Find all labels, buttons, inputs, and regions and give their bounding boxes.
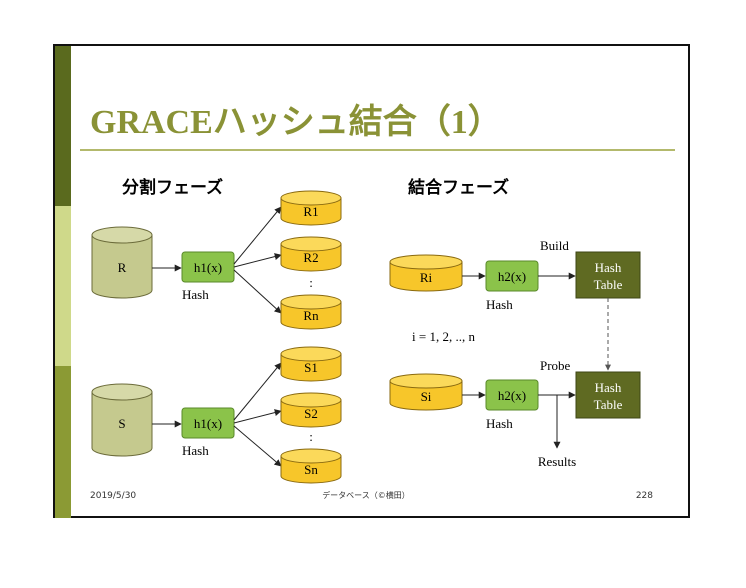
partition-si-label: Si bbox=[421, 389, 432, 404]
relation-s-label: S bbox=[118, 416, 125, 431]
partition-rn-cylinder bbox=[280, 294, 342, 330]
relation-r-label: R bbox=[118, 260, 127, 275]
partition-sn-label: Sn bbox=[304, 462, 318, 477]
probe-hash-table-line2: Table bbox=[594, 397, 623, 412]
s-hash-function-label: h1(x) bbox=[194, 416, 222, 431]
build-hash-caption: Hash bbox=[486, 297, 513, 312]
partition-s2-label: S2 bbox=[304, 406, 318, 421]
build-hash-table bbox=[575, 251, 641, 299]
partition-s2-cylinder bbox=[280, 392, 342, 428]
build-hash-table-line2: Table bbox=[594, 277, 623, 292]
partition-r2-cylinder bbox=[280, 236, 342, 272]
probe-hash-caption: Hash bbox=[486, 416, 513, 431]
probe-hash-table-line1: Hash bbox=[595, 380, 622, 395]
footer-date: 2019/5/30 bbox=[90, 491, 136, 501]
r-hash-caption: Hash bbox=[182, 287, 209, 302]
relation-s-cylinder bbox=[91, 383, 153, 457]
probe-label: Probe bbox=[540, 358, 571, 373]
h1-to-sn-arrow bbox=[233, 425, 282, 467]
partition-phase-heading: 分割フェーズ bbox=[122, 177, 223, 198]
h1-to-s2-arrow bbox=[233, 409, 282, 424]
partition-s1-cylinder bbox=[280, 346, 342, 382]
probe-hash-function-label: h2(x) bbox=[498, 388, 526, 403]
partition-si-cylinder bbox=[389, 373, 463, 411]
footer-page: 228 bbox=[636, 491, 653, 501]
relation-r-cylinder bbox=[91, 226, 153, 299]
join-phase-heading: 結合フェーズ bbox=[408, 177, 509, 198]
build-label: Build bbox=[540, 238, 569, 253]
partition-ri-cylinder bbox=[389, 254, 463, 292]
partition-s1-label: S1 bbox=[304, 360, 318, 375]
build-hash-function-label: h2(x) bbox=[498, 269, 526, 284]
h1-to-s1-arrow bbox=[233, 362, 282, 421]
build-hash-table-line1: Hash bbox=[595, 260, 622, 275]
partition-r1-cylinder bbox=[280, 190, 342, 226]
partition-sn-cylinder bbox=[280, 448, 342, 484]
partition-range-text: i = 1, 2, .., n bbox=[412, 329, 475, 344]
h1-to-r2-arrow bbox=[233, 253, 282, 268]
partition-rn-label: Rn bbox=[303, 308, 319, 323]
sidebar-band-light bbox=[55, 206, 71, 366]
footer-center: データベース（©横田） bbox=[322, 490, 410, 500]
r-partitions-ellipsis: : bbox=[309, 275, 313, 290]
partition-ri-label: Ri bbox=[420, 270, 433, 285]
sidebar-band-mid bbox=[55, 366, 71, 518]
slide-title: GRACEハッシュ結合（1） bbox=[90, 102, 502, 141]
partition-r1-label: R1 bbox=[303, 204, 318, 219]
s-hash-caption: Hash bbox=[182, 443, 209, 458]
results-label: Results bbox=[538, 454, 576, 469]
partition-r2-label: R2 bbox=[303, 250, 318, 265]
r-hash-function-label: h1(x) bbox=[194, 260, 222, 275]
sidebar-band-dark bbox=[55, 46, 71, 206]
h1-to-r1-arrow bbox=[233, 206, 282, 265]
h1-to-rn-arrow bbox=[233, 269, 282, 314]
probe-hash-table bbox=[575, 371, 641, 419]
s-partitions-ellipsis: : bbox=[309, 429, 313, 444]
